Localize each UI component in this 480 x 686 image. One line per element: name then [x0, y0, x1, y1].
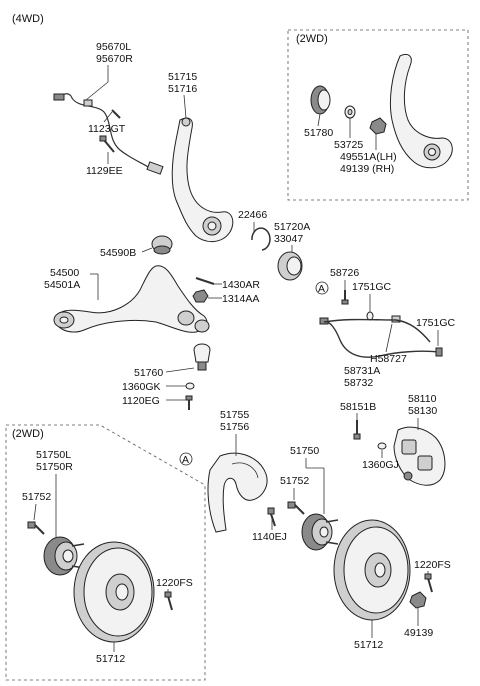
label-51716: 51716	[168, 83, 197, 95]
svg-text:A: A	[182, 454, 189, 466]
bolt-1129EE	[99, 135, 115, 153]
washer-1360GJ	[377, 442, 387, 450]
label-1220FS-a: 1220FS	[156, 577, 193, 589]
box-2wd-top-title: (2WD)	[296, 33, 328, 45]
label-51720A: 51720A	[274, 221, 310, 233]
dust-cover-51780	[310, 85, 331, 115]
label-49139RH: 49139 (RH)	[340, 163, 394, 175]
label-58151B: 58151B	[340, 401, 376, 413]
snap-ring-22466	[251, 227, 271, 251]
diagram-title: (4WD)	[12, 13, 44, 25]
wheel-speed-sensor	[53, 93, 164, 175]
steering-knuckle	[171, 117, 234, 242]
washer-53725	[344, 105, 356, 119]
washer-1360GK	[185, 382, 195, 390]
callout-a-lower: A	[179, 452, 193, 466]
label-58726: 58726	[330, 267, 359, 279]
bolt-51752-b	[287, 501, 305, 515]
label-51712-a: 51712	[96, 653, 125, 665]
label-49551A: 49551A(LH)	[340, 151, 397, 163]
bolt-1430AR	[195, 276, 215, 286]
screw-1220FS-a	[164, 591, 173, 611]
brake-disc-a	[73, 541, 155, 643]
label-95670R: 95670R	[96, 53, 133, 65]
label-51750: 51750	[290, 445, 319, 457]
label-58110: 58110	[408, 393, 437, 405]
label-1751GC-a: 1751GC	[352, 281, 392, 293]
label-1314AA: 1314AA	[222, 293, 259, 305]
ball-joint-51760	[193, 319, 211, 371]
label-58731A: 58731A	[344, 365, 380, 377]
clip-1751GC-a	[366, 311, 374, 321]
label-33047: 33047	[274, 233, 303, 245]
bolt-1123GT	[111, 109, 121, 119]
label-1751GC-b: 1751GC	[416, 317, 456, 329]
bolt-58151B	[353, 420, 361, 440]
bolt-1140EJ	[267, 507, 276, 527]
label-1360GJ: 1360GJ	[362, 459, 399, 471]
label-54590B: 54590B	[100, 247, 136, 259]
label-51750R: 51750R	[36, 461, 73, 473]
dust-shield	[207, 452, 268, 533]
label-1430AR: 1430AR	[222, 279, 260, 291]
label-51756: 51756	[220, 421, 249, 433]
label-58130: 58130	[408, 405, 437, 417]
lower-control-arm	[53, 265, 208, 333]
label-58732: 58732	[344, 377, 373, 389]
label-51755: 51755	[220, 409, 249, 421]
label-95670L: 95670L	[96, 41, 131, 53]
label-1123GT: 1123GT	[88, 123, 126, 135]
bolt-1120EG	[185, 395, 193, 410]
bushing-54590B	[151, 235, 173, 255]
brake-caliper	[393, 426, 446, 486]
hub-4wd	[301, 513, 339, 551]
label-51750L: 51750L	[36, 449, 71, 461]
box-2wd-top	[287, 29, 469, 201]
label-51760: 51760	[134, 367, 163, 379]
label-1120EG: 1120EG	[122, 395, 160, 407]
label-1129EE: 1129EE	[86, 165, 123, 177]
label-49139: 49139	[404, 627, 433, 639]
box-2wd-bottom	[5, 424, 206, 681]
nut-1314AA	[192, 289, 209, 303]
knuckle-2wd	[389, 53, 453, 169]
label-51715: 51715	[168, 71, 197, 83]
nut-49551A	[369, 117, 387, 135]
label-54500: 54500	[50, 267, 79, 279]
brake-disc-b	[333, 519, 411, 621]
label-51752-b: 51752	[280, 475, 309, 487]
bolt-51752-a	[27, 521, 45, 535]
label-1360GK: 1360GK	[122, 381, 161, 393]
label-H58727: H58727	[370, 353, 407, 365]
label-51780: 51780	[304, 127, 333, 139]
label-1220FS-b: 1220FS	[414, 559, 451, 571]
label-51752-a: 51752	[22, 491, 51, 503]
callout-a-upper: A	[315, 281, 329, 295]
label-1140EJ: 1140EJ	[252, 531, 287, 543]
bolt-58726	[341, 290, 349, 305]
wheel-bearing	[277, 251, 303, 281]
svg-text:A: A	[318, 283, 325, 295]
box-2wd-bottom-title: (2WD)	[12, 428, 44, 440]
label-54501A: 54501A	[44, 279, 80, 291]
nut-49139	[409, 591, 427, 609]
label-22466: 22466	[238, 209, 267, 221]
screw-1220FS-b	[424, 573, 433, 593]
label-51712-b: 51712	[354, 639, 383, 651]
hub-2wd	[43, 536, 85, 576]
label-53725: 53725	[334, 139, 363, 151]
brake-hose	[319, 315, 443, 358]
